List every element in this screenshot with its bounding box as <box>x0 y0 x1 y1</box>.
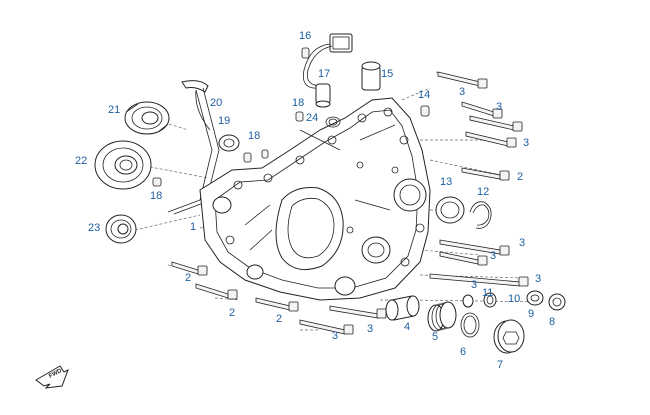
callout-3: 3 <box>471 279 477 291</box>
callout-19: 19 <box>218 115 230 127</box>
bearing-13 <box>435 196 465 224</box>
callout-3: 3 <box>496 101 502 113</box>
callout-8: 8 <box>549 316 555 328</box>
circlip-12 <box>469 201 492 229</box>
callout-16: 16 <box>299 30 311 42</box>
oring-6 <box>460 312 480 338</box>
callout-14: 14 <box>418 89 430 101</box>
sensor-16-17 <box>301 33 353 108</box>
callout-23: 23 <box>88 222 100 234</box>
small-parts-9-11 <box>462 290 544 308</box>
callout-24: 24 <box>306 112 318 124</box>
oring-24 <box>325 116 341 128</box>
crankcase-1 <box>199 97 431 301</box>
callout-10: 10 <box>508 293 520 305</box>
callout-3: 3 <box>535 273 541 285</box>
callout-6: 6 <box>460 346 466 358</box>
bearing-21 <box>124 101 170 135</box>
sleeve-4 <box>385 295 420 321</box>
callout-18: 18 <box>292 97 304 109</box>
callout-9: 9 <box>528 308 534 320</box>
callout-1: 1 <box>190 221 196 233</box>
callout-3: 3 <box>367 323 373 335</box>
bolts-3-right <box>429 239 529 287</box>
callout-3: 3 <box>332 330 338 342</box>
callout-3: 3 <box>490 250 496 262</box>
callout-3: 3 <box>519 237 525 249</box>
callout-7: 7 <box>497 359 503 371</box>
callout-2: 2 <box>276 313 282 325</box>
sleeve-15 <box>361 61 381 91</box>
bearing-23 <box>105 214 137 244</box>
callout-labels: 1 2 2 2 2 3 3 3 3 3 3 3 3 3 4 5 6 7 8 9 … <box>75 30 555 371</box>
callout-21: 21 <box>108 104 120 116</box>
plug-14 <box>420 105 430 117</box>
callout-4: 4 <box>404 321 410 333</box>
callout-17: 17 <box>318 68 330 80</box>
callout-13: 13 <box>440 176 452 188</box>
callout-3: 3 <box>459 86 465 98</box>
callout-2: 2 <box>517 171 523 183</box>
dowel-pins-18 <box>152 111 304 187</box>
bolts-2-lower <box>171 261 387 335</box>
callout-2: 2 <box>229 307 235 319</box>
callout-5: 5 <box>432 331 438 343</box>
callout-12: 12 <box>477 186 489 198</box>
bearing-22 <box>94 140 152 190</box>
bolts-3-upper <box>437 71 523 181</box>
callout-22: 22 <box>75 155 87 167</box>
callout-11: 11 <box>482 287 493 299</box>
callout-18: 18 <box>150 190 162 202</box>
callout-20: 20 <box>210 97 222 109</box>
breather-tube-20 <box>167 80 220 215</box>
plug-8 <box>548 293 566 311</box>
spring-5 <box>427 301 457 332</box>
forward-arrow-icon: FWD <box>35 365 69 389</box>
callout-18: 18 <box>248 130 260 142</box>
callout-15: 15 <box>381 68 393 80</box>
callout-3: 3 <box>523 137 529 149</box>
callout-2: 2 <box>185 272 191 284</box>
plug-19 <box>218 134 240 152</box>
cap-7 <box>493 319 525 354</box>
